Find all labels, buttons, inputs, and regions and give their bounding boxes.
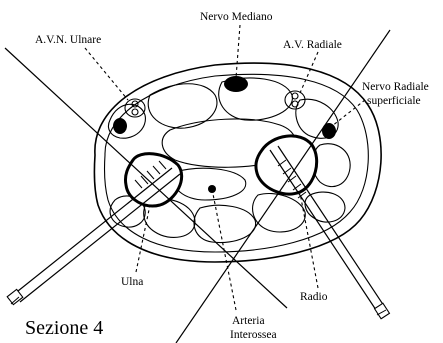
label-nervo-radiale-2: superficiale bbox=[367, 95, 421, 107]
label-av-radiale: A.V. Radiale bbox=[283, 39, 342, 51]
radius-bone bbox=[256, 136, 317, 194]
label-ulna: Ulna bbox=[121, 276, 143, 288]
leader-nervo-radiale bbox=[332, 100, 365, 126]
label-avn-ulnare: A.V.N. Ulnare bbox=[35, 34, 101, 46]
section-title: Sezione 4 bbox=[25, 317, 103, 339]
muscle-compartment bbox=[148, 84, 217, 128]
ulnar-vessels bbox=[125, 99, 145, 117]
label-radio: Radio bbox=[300, 291, 328, 303]
muscle-compartment bbox=[108, 104, 145, 138]
interosseous-artery bbox=[208, 185, 216, 193]
label-interossea: Interossea bbox=[230, 329, 277, 341]
leader-avn-ulnare bbox=[85, 48, 128, 100]
ulnar-nerve bbox=[113, 118, 127, 134]
radius-wire-tip bbox=[375, 303, 390, 319]
leader-nervo-mediano bbox=[236, 25, 240, 78]
muscle-compartment bbox=[313, 144, 351, 187]
median-nerve bbox=[224, 76, 248, 92]
muscle-compartment bbox=[253, 194, 306, 232]
label-nervo-radiale-1: Nervo Radiale bbox=[362, 81, 429, 93]
label-nervo-mediano: Nervo Mediano bbox=[200, 11, 273, 23]
muscle-compartment bbox=[194, 205, 256, 242]
leader-av-radiale bbox=[300, 52, 318, 93]
label-arteria: Arteria bbox=[232, 315, 265, 327]
muscle-compartment bbox=[173, 168, 245, 200]
